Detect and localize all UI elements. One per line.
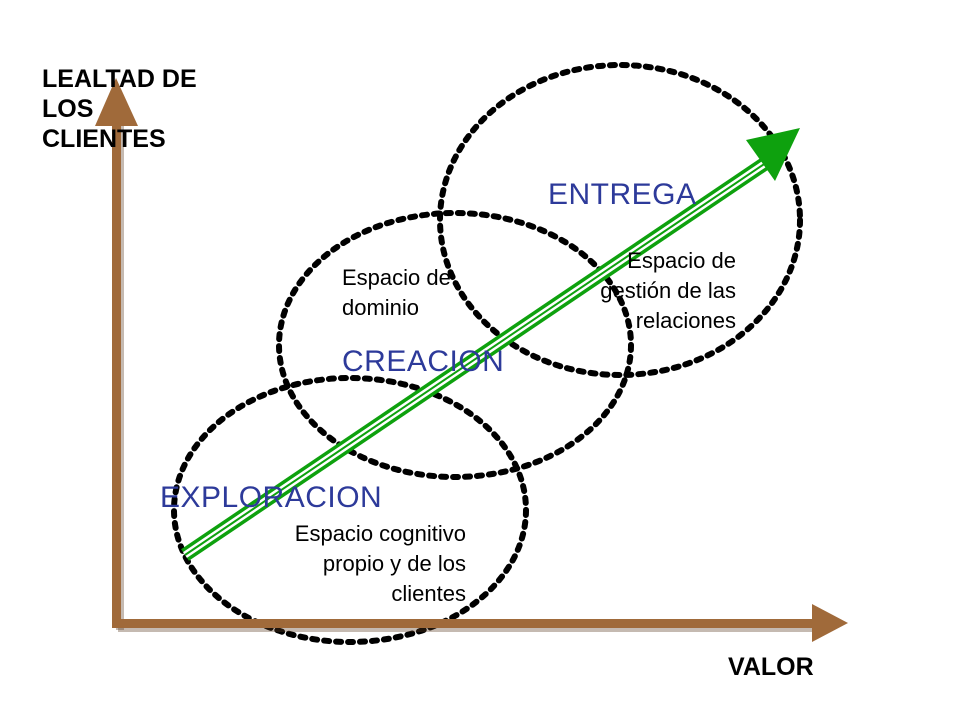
diagonal-arrow-icon [181, 128, 800, 561]
creation-space-description: Espacio de dominio [342, 265, 451, 320]
x-axis-arrowhead [812, 604, 848, 642]
y-axis [95, 78, 138, 630]
exploration-stage-title: EXPLORACION [160, 481, 383, 514]
delivery-circle [437, 62, 803, 378]
trend-arrowhead [746, 128, 800, 181]
creation-stage-title: CREACION [342, 345, 505, 378]
x-axis [112, 604, 848, 642]
y-axis-title: LEALTAD DE LOS CLIENTES [42, 65, 197, 153]
delivery-space-description: Espacio de gestión de las relaciones [600, 248, 736, 333]
delivery-stage-title: ENTREGA [548, 178, 697, 211]
exploration-space-description: Espacio cognitivo propio y de los client… [294, 521, 466, 606]
creation-circle [276, 210, 634, 480]
y-axis-arrowhead [95, 78, 138, 126]
exploration-circle [171, 375, 529, 645]
x-axis-title: VALOR [728, 653, 814, 681]
